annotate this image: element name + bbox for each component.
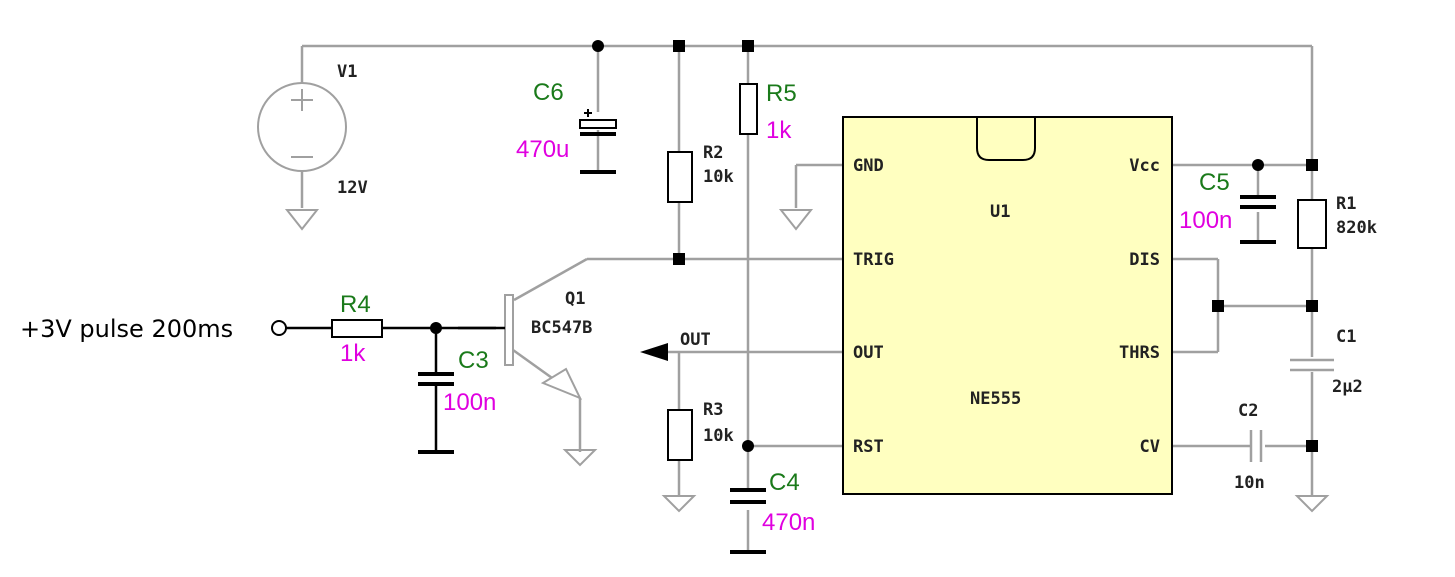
c3-value-label: 100n (443, 389, 496, 416)
ground-icon (778, 209, 814, 231)
c5-value-label: 100n (1179, 207, 1232, 234)
c4-value-label: 470n (762, 509, 815, 536)
c6-name-label: C6 (533, 79, 564, 106)
pin-trig-label: TRIG (853, 250, 894, 270)
pin-vcc-label: Vcc (1129, 156, 1160, 176)
c1-name-label: C1 (1336, 327, 1356, 347)
r3-name-label: R3 (703, 400, 723, 420)
c3-capacitor (418, 372, 454, 454)
junction-dot (592, 40, 604, 52)
q1-model-label: BC547B (531, 318, 592, 338)
r5-value-label: 1k (766, 117, 792, 144)
r2-value-label: 10k (703, 167, 734, 187)
r2-resistor (667, 151, 693, 203)
pin-rst-label: RST (853, 437, 884, 457)
r2-name-label: R2 (703, 143, 723, 163)
c6-value-label: 470u (516, 136, 569, 163)
ground-icon (661, 495, 697, 513)
v1-value-label: 12V (337, 178, 368, 198)
c2-value-label: 10n (1234, 473, 1265, 493)
q1-npn-transistor (458, 294, 583, 400)
q1-name-label: Q1 (565, 289, 585, 309)
junction-square (742, 40, 754, 52)
r5-resistor (739, 83, 758, 135)
c1-capacitor (1290, 358, 1334, 372)
r1-value-label: 820k (1336, 218, 1377, 238)
v1-voltage-source (257, 82, 347, 172)
c6-polarized-capacitor (579, 109, 617, 174)
junction-square (673, 253, 685, 265)
wires (286, 44, 1314, 552)
junction-square (1212, 300, 1224, 312)
r4-value-label: 1k (340, 340, 366, 367)
c5-name-label: C5 (1199, 169, 1230, 196)
junction-square (673, 40, 685, 52)
junction-dot (430, 322, 442, 334)
out-net-label: OUT (680, 330, 711, 350)
r1-name-label: R1 (1336, 194, 1356, 214)
ground-icon (1294, 495, 1330, 513)
v1-name-label: V1 (337, 62, 357, 82)
c2-capacitor (1249, 430, 1263, 462)
r3-value-label: 10k (703, 426, 734, 446)
pin-thrs-label: THRS (1119, 343, 1160, 363)
u1-name-label: U1 (990, 202, 1010, 222)
ground-icon (562, 449, 598, 467)
input-pulse-label: +3V pulse 200ms (20, 315, 233, 343)
junction-square (1306, 440, 1318, 452)
r4-resistor (331, 319, 383, 338)
u1-part-label: NE555 (970, 389, 1021, 409)
u1-ne555-chip (842, 116, 1173, 495)
input-terminal-icon (271, 320, 287, 336)
c4-capacitor (730, 488, 766, 554)
pin-cv-label: CV (1140, 437, 1160, 457)
c4-name-label: C4 (769, 469, 800, 496)
r5-name-label: R5 (766, 80, 797, 107)
c5-capacitor (1240, 195, 1276, 244)
r4-name-label: R4 (340, 291, 371, 318)
pin-out-label: OUT (853, 343, 884, 363)
c3-name-label: C3 (458, 347, 489, 374)
pin-gnd-label: GND (853, 156, 884, 176)
junction-square (1306, 300, 1318, 312)
r3-resistor (667, 409, 693, 461)
r1-resistor (1297, 199, 1327, 249)
junction-dot (742, 440, 754, 452)
c1-value-label: 2µ2 (1332, 377, 1363, 397)
c2-name-label: C2 (1238, 401, 1258, 421)
pin-dis-label: DIS (1129, 250, 1160, 270)
output-arrow-icon (640, 343, 668, 361)
junction-square (1306, 159, 1318, 171)
junction-dot (1252, 159, 1264, 171)
ground-icon (284, 209, 320, 231)
